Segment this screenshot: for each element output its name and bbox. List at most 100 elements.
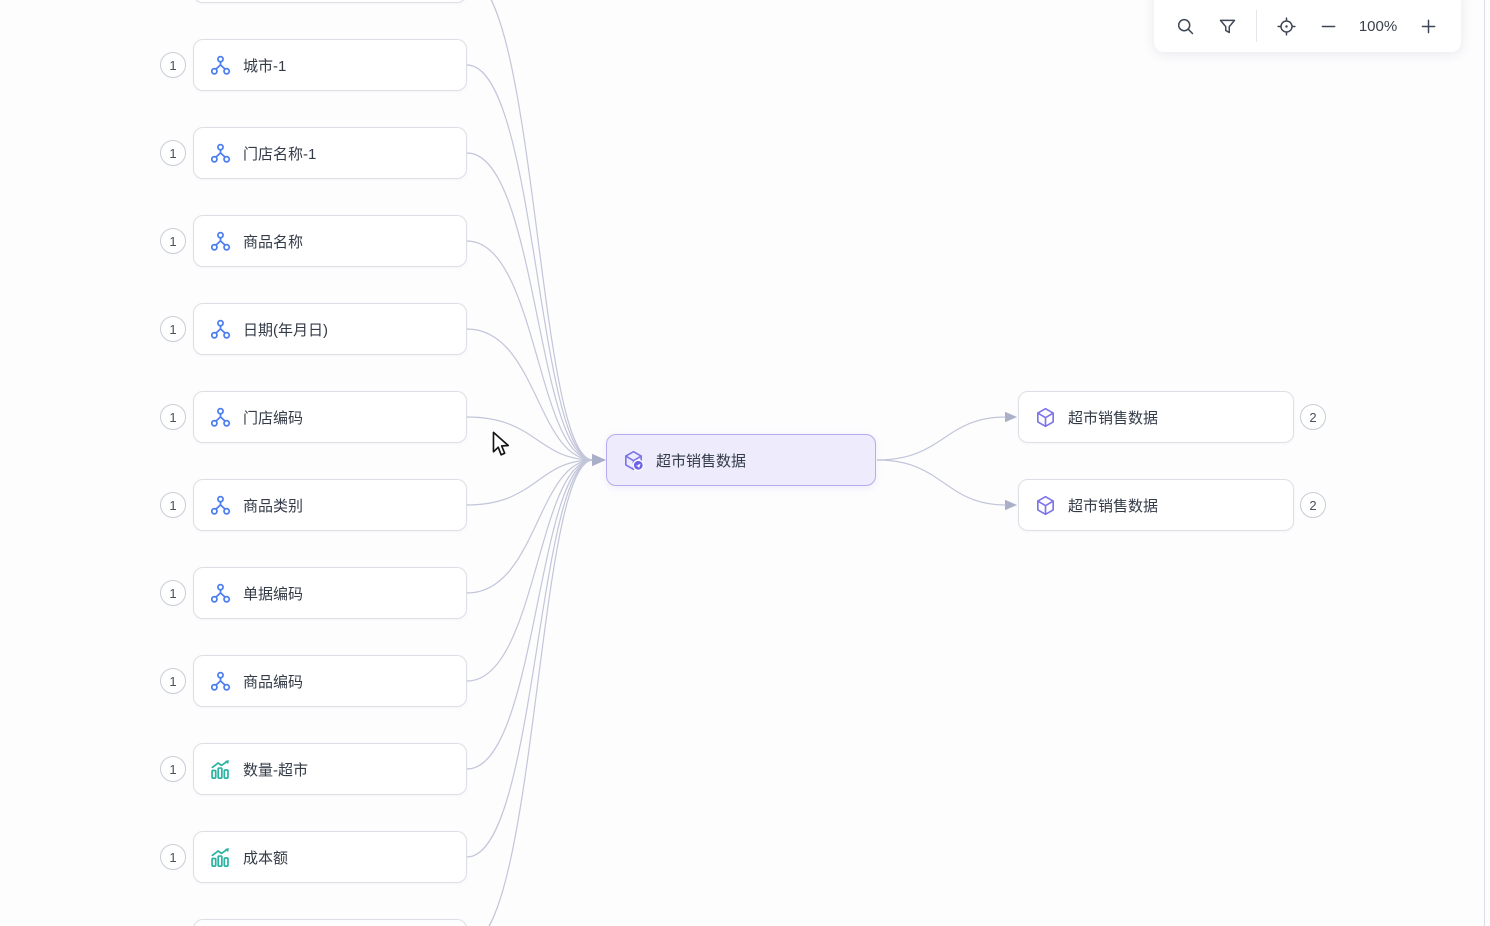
zoom-in-icon [1418, 16, 1439, 37]
field-node-row: 1 商品类别 [160, 479, 467, 531]
lineage-edge [466, 328, 594, 461]
field-node-6[interactable]: 单据编码 [193, 567, 467, 619]
search-button[interactable] [1164, 5, 1206, 47]
node-label: 商品类别 [243, 497, 304, 515]
badge-count: 1 [169, 673, 177, 689]
field-node-4[interactable]: 门店编码 [193, 391, 467, 443]
node-count-badge: 1 [160, 52, 186, 78]
node-label: 单据编码 [243, 585, 304, 603]
filter-button[interactable] [1206, 5, 1248, 47]
dataset-node-right-1[interactable]: 超市销售数据 [1018, 391, 1294, 443]
dimension-field-icon [208, 669, 232, 693]
field-node-row: 1 门店编码 [160, 391, 467, 443]
node-label: 数量-超市 [243, 761, 308, 779]
node-count-badge: 1 [160, 668, 186, 694]
locate-button[interactable] [1265, 5, 1307, 47]
dimension-field-icon [208, 317, 232, 341]
node-label: 日期(年月日) [243, 321, 328, 339]
field-node-row: 1 门店名称-1 [160, 127, 467, 179]
dimension-field-icon [208, 141, 232, 165]
field-node-8[interactable]: 数量-超市 [193, 743, 467, 795]
node-count-badge: 1 [160, 404, 186, 430]
node-label: 超市销售数据 [1068, 409, 1159, 427]
node-label: 成本额 [243, 849, 289, 867]
badge-count: 2 [1309, 409, 1317, 425]
field-node-9[interactable]: 成本额 [193, 831, 467, 883]
field-node-row: 1 数量-超市 [160, 743, 467, 795]
zoom-in-button[interactable] [1407, 5, 1449, 47]
field-node-row: 1 商品名称 [160, 215, 467, 267]
node-label: 城市-1 [243, 57, 287, 75]
node-label: 商品编码 [243, 673, 304, 691]
lineage-edge [466, 459, 594, 682]
lineage-edge [490, 0, 594, 461]
field-node-row: 1 日期(年月日) [160, 303, 467, 355]
node-label: 超市销售数据 [656, 452, 747, 470]
dataset-node-right-2[interactable]: 超市销售数据 [1018, 479, 1294, 531]
field-node-row: 1 成本额 [160, 831, 467, 883]
badge-count: 1 [169, 321, 177, 337]
lineage-edge [876, 459, 1007, 506]
lineage-edge [488, 459, 594, 926]
mouse-cursor-icon [492, 431, 510, 456]
lineage-edge [466, 459, 594, 594]
node-label: 门店名称-1 [243, 145, 317, 163]
field-node-row: 1 商品编码 [160, 655, 467, 707]
dataset-node-row: 超市销售数据 2 [1018, 479, 1326, 531]
lineage-edge [466, 416, 594, 461]
field-node-row: 1 单据编码 [160, 567, 467, 619]
field-node-2[interactable]: 商品名称 [193, 215, 467, 267]
lineage-edge [466, 152, 594, 461]
locate-icon [1276, 16, 1297, 37]
field-node-1[interactable]: 门店名称-1 [193, 127, 467, 179]
node-count-badge: 1 [160, 492, 186, 518]
lineage-edge [466, 240, 594, 461]
badge-count: 1 [169, 849, 177, 865]
badge-count: 1 [169, 409, 177, 425]
field-node-7[interactable]: 商品编码 [193, 655, 467, 707]
field-node-3[interactable]: 日期(年月日) [193, 303, 467, 355]
search-icon [1175, 16, 1196, 37]
badge-count: 2 [1309, 497, 1317, 513]
field-node-partial-top[interactable] [193, 0, 467, 3]
panel-edge-divider [1484, 0, 1485, 926]
badge-count: 1 [169, 585, 177, 601]
dimension-field-icon [208, 229, 232, 253]
field-node-partial-bottom[interactable] [193, 919, 467, 926]
node-count-badge: 1 [160, 844, 186, 870]
field-node-row: 1 城市-1 [160, 39, 467, 91]
node-count-badge: 2 [1300, 404, 1326, 430]
zoom-out-button[interactable] [1307, 5, 1349, 47]
badge-count: 1 [169, 57, 177, 73]
field-node-0[interactable]: 城市-1 [193, 39, 467, 91]
toolbar-divider [1256, 10, 1257, 42]
node-count-badge: 1 [160, 228, 186, 254]
dataset-node-row: 超市销售数据 2 [1018, 391, 1326, 443]
node-count-badge: 1 [160, 140, 186, 166]
node-count-badge: 1 [160, 756, 186, 782]
node-label: 门店编码 [243, 409, 304, 427]
badge-count: 1 [169, 497, 177, 513]
node-label: 商品名称 [243, 233, 304, 251]
dimension-field-icon [208, 405, 232, 429]
dataset-cube-badge-icon [621, 448, 645, 472]
lineage-edge [466, 459, 594, 506]
node-count-badge: 2 [1300, 492, 1326, 518]
zoom-out-icon [1318, 16, 1339, 37]
badge-count: 1 [169, 145, 177, 161]
zoom-level-label: 100% [1358, 17, 1398, 35]
dataset-node-center[interactable]: 超市销售数据 [606, 434, 876, 486]
canvas-toolbar: 100% [1154, 0, 1461, 52]
lineage-edge [466, 459, 594, 770]
arrowhead-icon [592, 453, 606, 467]
node-count-badge: 1 [160, 316, 186, 342]
node-label: 超市销售数据 [1068, 497, 1159, 515]
badge-count: 1 [169, 761, 177, 777]
arrowhead-icon [1005, 411, 1017, 423]
dimension-field-icon [208, 53, 232, 77]
field-node-5[interactable]: 商品类别 [193, 479, 467, 531]
measure-field-icon [208, 845, 232, 869]
lineage-edge [466, 64, 594, 461]
badge-count: 1 [169, 233, 177, 249]
